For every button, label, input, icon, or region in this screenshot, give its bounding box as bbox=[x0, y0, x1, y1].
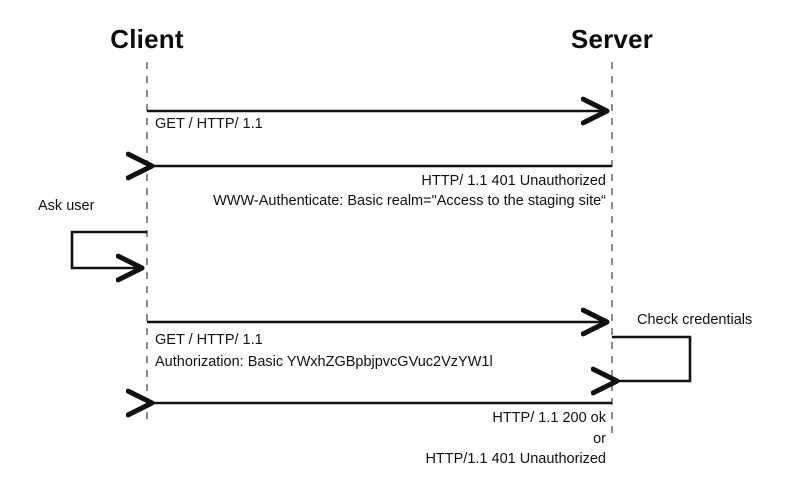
selfloop-ask-user bbox=[70, 230, 147, 268]
self-note-label-check-credentials: Check credentials bbox=[637, 312, 753, 328]
message-label-401-status: HTTP/ 1.1 401 Unauthorized bbox=[421, 173, 606, 189]
message-label-get-request-2: GET / HTTP/ 1.1 bbox=[155, 332, 263, 348]
message-label-401-www-authenticate: WWW-Authenticate: Basic realm="Access to… bbox=[213, 193, 606, 209]
message-label-get-request-1: GET / HTTP/ 1.1 bbox=[155, 116, 263, 132]
message-label-or: or bbox=[593, 431, 606, 447]
selfloop-check-credentials bbox=[612, 335, 692, 381]
message-label-authorization-header: Authorization: Basic YWxhZGBpbjpvcGVuc2V… bbox=[155, 354, 493, 370]
actor-title-client: Client bbox=[110, 24, 184, 54]
message-label-200-ok: HTTP/ 1.1 200 ok bbox=[492, 410, 606, 426]
actor-title-server: Server bbox=[570, 24, 654, 54]
self-note-label-ask-user: Ask user bbox=[38, 198, 95, 214]
message-label-401-alternate: HTTP/1.1 401 Unauthorized bbox=[425, 451, 606, 467]
